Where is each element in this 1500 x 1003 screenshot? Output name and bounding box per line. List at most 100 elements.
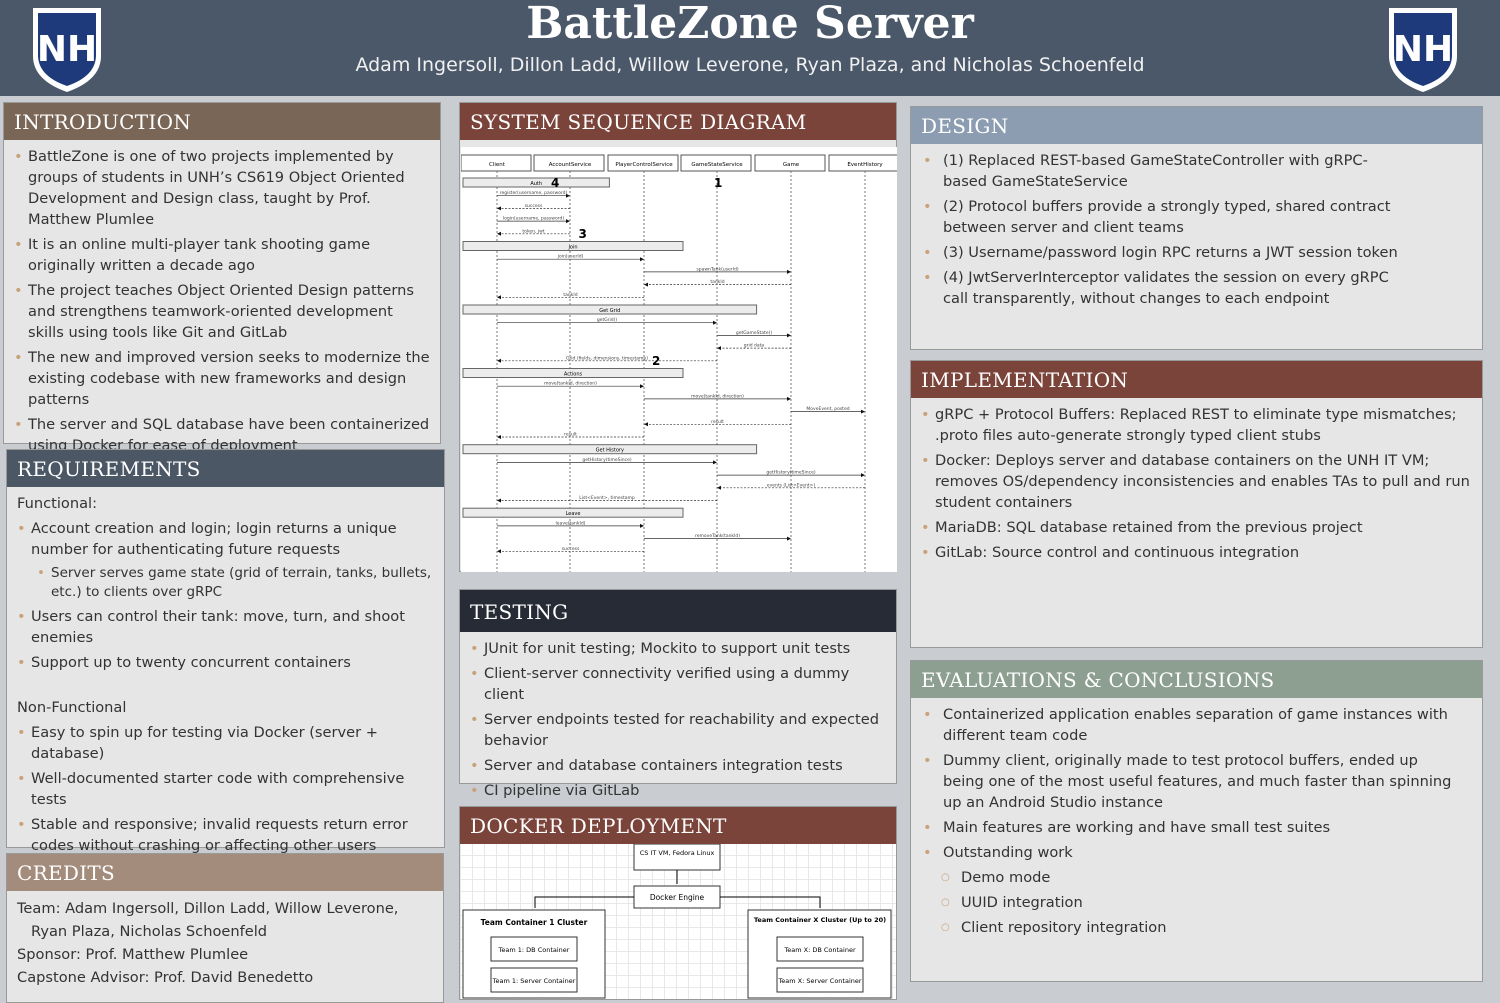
frame-label: Get History bbox=[596, 448, 624, 454]
implementation-title: IMPLEMENTATION bbox=[911, 361, 1482, 398]
requirement-item: Users can control their tank: move, turn… bbox=[17, 606, 434, 648]
evaluations-panel: EVALUATIONS & CONCLUSIONS Containerized … bbox=[910, 660, 1483, 982]
arrowhead bbox=[717, 485, 721, 490]
frame-bar bbox=[462, 304, 758, 315]
frame-bar bbox=[462, 507, 684, 518]
requirement-item: Support up to twenty concurrent containe… bbox=[17, 652, 434, 673]
frame-bar bbox=[462, 177, 610, 188]
testing-item: JUnit for unit testing; Mockito to suppo… bbox=[470, 638, 886, 659]
testing-title: TESTING bbox=[460, 590, 896, 632]
message-label: move(tankId, direction) bbox=[544, 381, 597, 387]
participant-box bbox=[828, 154, 897, 172]
arrowhead bbox=[497, 206, 501, 211]
unh-logo-right: NH bbox=[1389, 8, 1457, 92]
arrowhead bbox=[566, 219, 570, 224]
arrowhead bbox=[787, 396, 791, 401]
evaluations-title: EVALUATIONS & CONCLUSIONS bbox=[911, 661, 1482, 698]
frame-label: Auth bbox=[530, 181, 542, 187]
message-label: grid data bbox=[744, 343, 765, 349]
logo-text: NH bbox=[1393, 29, 1453, 70]
team1-db-label: Team 1: DB Container bbox=[498, 946, 570, 954]
poster-title: BattleZone Server bbox=[526, 0, 974, 49]
participant-box bbox=[607, 154, 679, 172]
intro-item: It is an online multi-player tank shooti… bbox=[14, 234, 430, 276]
message-label: result bbox=[711, 419, 724, 425]
message-label: MoveEvent, posted bbox=[806, 406, 849, 412]
arrowhead bbox=[640, 257, 644, 262]
arrowhead bbox=[787, 536, 791, 541]
arrowhead bbox=[497, 498, 501, 503]
docker-title: DOCKER DEPLOYMENT bbox=[460, 807, 896, 844]
arrowhead bbox=[497, 358, 501, 363]
step-number: 1 bbox=[714, 176, 722, 190]
arrowhead bbox=[497, 549, 501, 554]
arrowhead bbox=[566, 193, 570, 198]
functional-label: Functional: bbox=[17, 495, 97, 512]
testing-item: Server endpoints tested for reachability… bbox=[470, 709, 886, 751]
teamx-db-label: Team X: DB Container bbox=[783, 946, 856, 954]
arrowhead bbox=[713, 320, 717, 325]
poster-authors: Adam Ingersoll, Dillon Ladd, Willow Leve… bbox=[355, 54, 1145, 76]
participant-box bbox=[754, 154, 826, 172]
message-label: success bbox=[525, 204, 543, 209]
requirements-title: REQUIREMENTS bbox=[7, 450, 444, 487]
evaluation-subitem: Demo mode bbox=[941, 867, 1462, 888]
arrowhead bbox=[497, 295, 501, 300]
implementation-item: Docker: Deploys server and database cont… bbox=[921, 450, 1472, 513]
testing-item: Client-server connectivity verified usin… bbox=[470, 663, 886, 705]
message-label: leave(tankId) bbox=[556, 520, 586, 526]
intro-item: The project teaches Object Oriented Desi… bbox=[14, 280, 430, 343]
arrowhead bbox=[717, 346, 721, 351]
message-label: tankId bbox=[563, 292, 577, 298]
message-label: token, jwt bbox=[522, 228, 544, 234]
arrowhead bbox=[787, 333, 791, 338]
teamx-server-box bbox=[776, 967, 864, 993]
message-label: getHistory(timeSince) bbox=[766, 470, 816, 476]
arrowhead bbox=[497, 231, 501, 236]
message-label: success bbox=[562, 547, 580, 552]
credits-sponsor: Sponsor: Prof. Matthew Plumlee bbox=[17, 946, 249, 963]
requirement-item: Well-documented starter code with compre… bbox=[17, 768, 434, 810]
message-label: Grid (fields, dimensions, timestamp) bbox=[566, 355, 648, 361]
unh-logo-left: NH bbox=[33, 8, 101, 92]
arrowhead bbox=[713, 460, 717, 465]
step-number: 4 bbox=[551, 176, 559, 190]
intro-item: The new and improved version seeks to mo… bbox=[14, 347, 430, 410]
sequence-title: SYSTEM SEQUENCE DIAGRAM bbox=[460, 103, 896, 140]
participant-box bbox=[461, 154, 532, 172]
teamx-server-label: Team X: Server Container bbox=[777, 977, 861, 985]
credits-team-cont: Ryan Plaza, Nicholas Schoenfeld bbox=[31, 923, 268, 940]
design-panel: DESIGN (1) Replaced REST-based GameState… bbox=[910, 106, 1483, 350]
message-label: result bbox=[564, 432, 577, 438]
frame-bar bbox=[462, 241, 684, 251]
message-label: List<Event>, timestamp bbox=[579, 495, 635, 501]
arrowhead bbox=[640, 523, 644, 528]
frame-label: Actions bbox=[564, 372, 583, 378]
arrowhead bbox=[787, 269, 791, 274]
frame-bar bbox=[462, 444, 758, 455]
design-item: (3) Username/password login RPC returns … bbox=[923, 242, 1402, 263]
message-label: register(username, password) bbox=[500, 190, 568, 196]
teamx-db-box bbox=[776, 936, 864, 962]
evaluation-subitem: Client repository integration bbox=[941, 917, 1462, 938]
participant-label: Game bbox=[783, 162, 800, 168]
credits-panel: CREDITS Team: Adam Ingersoll, Dillon Lad… bbox=[6, 853, 444, 1003]
vm-label: CS IT VM, Fedora Linux bbox=[640, 849, 715, 857]
frame-label: Get Grid bbox=[599, 308, 620, 314]
evaluation-item: Dummy client, originally made to test pr… bbox=[923, 750, 1462, 813]
team1-server-box bbox=[490, 967, 578, 993]
participant-label: PlayerControlService bbox=[615, 162, 673, 168]
testing-item: Server and database containers integrati… bbox=[470, 755, 886, 776]
cluster-1-title: Team Container 1 Cluster bbox=[481, 918, 588, 927]
arrowhead bbox=[861, 473, 865, 478]
arrowhead bbox=[644, 282, 648, 287]
requirement-item: Account creation and login; login return… bbox=[17, 518, 434, 560]
design-item: (4) JwtServerInterceptor validates the s… bbox=[923, 267, 1402, 309]
engine-connectors bbox=[534, 896, 821, 908]
arrowhead bbox=[640, 384, 644, 389]
implementation-panel: IMPLEMENTATION gRPC + Protocol Buffers: … bbox=[910, 360, 1483, 648]
implementation-item: MariaDB: SQL database retained from the … bbox=[921, 517, 1472, 538]
evaluation-subitem: UUID integration bbox=[941, 892, 1462, 913]
credits-title: CREDITS bbox=[7, 854, 443, 891]
